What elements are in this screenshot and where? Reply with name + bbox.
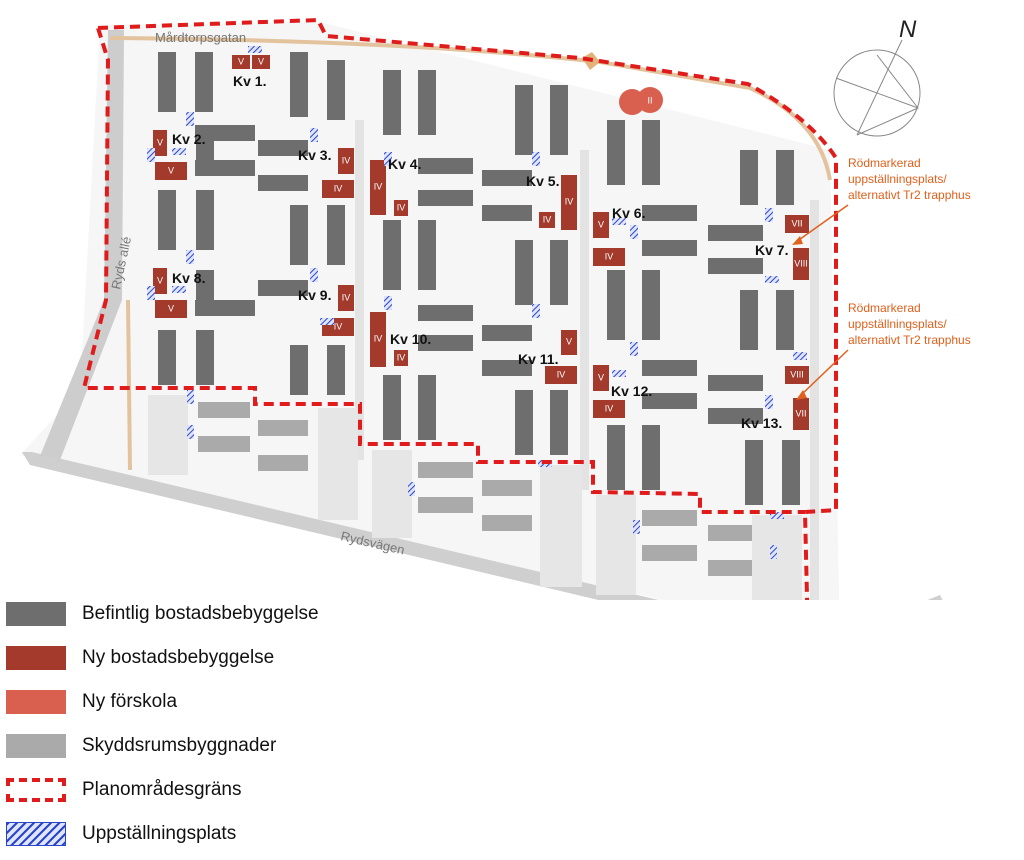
svg-text:IV: IV [557,369,566,379]
legend-label: Ny bostadsbebyggelse [82,647,275,668]
svg-text:IV: IV [565,196,574,206]
svg-text:V: V [238,56,244,66]
svg-text:V: V [598,219,604,229]
svg-text:alternativt Tr2 trapphus: alternativt Tr2 trapphus [848,188,971,202]
north-arrow [833,39,921,137]
svg-text:II: II [647,95,652,105]
svg-text:V: V [157,275,163,285]
svg-text:V: V [168,303,174,313]
svg-text:Kv 9.: Kv 9. [298,287,331,303]
legend: Befintlig bostadsbebyggelse Ny bostadsbe… [6,592,426,856]
existing-housing [158,52,800,505]
legend-item-new-preschool: Ny förskola [6,680,426,724]
svg-text:uppställningsplats/: uppställningsplats/ [848,317,947,331]
svg-text:IV: IV [397,202,406,212]
svg-text:Kv 11.: Kv 11. [518,351,558,367]
legend-swatch [6,734,66,758]
svg-text:V: V [157,137,163,147]
svg-text:Rödmarkerad: Rödmarkerad [848,301,921,315]
svg-text:IV: IV [397,352,406,362]
svg-text:IV: IV [605,403,614,413]
block-labels: Kv 1. Kv 2. Kv 3. Kv 4. Kv 5. Kv 6. Kv 7… [172,73,788,431]
svg-text:Kv 6.: Kv 6. [612,205,645,221]
svg-text:VIII: VIII [794,258,808,268]
legend-label: Planområdesgräns [82,779,242,800]
svg-text:VII: VII [791,218,802,228]
svg-text:IV: IV [334,183,343,193]
legend-swatch [6,602,66,626]
svg-text:V: V [598,372,604,382]
new-housing [153,55,809,430]
svg-text:Kv 8.: Kv 8. [172,270,205,286]
svg-text:alternativt Tr2 trapphus: alternativt Tr2 trapphus [848,333,971,347]
svg-text:Rödmarkerad: Rödmarkerad [848,156,921,170]
legend-item-new-housing: Ny bostadsbebyggelse [6,636,426,680]
legend-item-staging-area: Uppställningsplats [6,812,426,856]
svg-text:uppställningsplats/: uppställningsplats/ [848,172,947,186]
legend-swatch [6,646,66,670]
svg-text:Kv 1.: Kv 1. [233,73,266,89]
svg-text:IV: IV [543,214,552,224]
north-label: N [899,16,917,43]
legend-label: Uppställningsplats [82,823,237,844]
svg-text:IV: IV [342,155,351,165]
svg-text:Kv 12.: Kv 12. [611,383,652,399]
legend-label: Ny förskola [82,691,178,712]
svg-text:V: V [566,336,572,346]
svg-text:V: V [258,56,264,66]
legend-label: Befintlig bostadsbebyggelse [82,603,319,624]
legend-item-existing-housing: Befintlig bostadsbebyggelse [6,592,426,636]
roads [22,30,943,600]
svg-text:Kv 5.: Kv 5. [526,173,559,189]
svg-text:Kv 3.: Kv 3. [298,147,331,163]
svg-text:IV: IV [374,181,383,191]
svg-text:Kv 7.: Kv 7. [755,242,788,258]
svg-text:V: V [168,165,174,175]
svg-text:VII: VII [795,408,806,418]
note-lower: Rödmarkerad uppställningsplats/ alternat… [796,301,971,400]
svg-text:IV: IV [605,251,614,261]
svg-text:Kv 2.: Kv 2. [172,131,205,147]
note-upper: Rödmarkerad uppställningsplats/ alternat… [792,156,971,245]
street-label-top: Mårdtorpsgatan [155,30,246,45]
legend-item-plan-boundary: Planområdesgräns [6,768,426,812]
site-plan-map: Mårdtorpsgatan Ryds allé Rydsvägen [20,17,971,600]
svg-text:VIII: VIII [790,369,804,379]
svg-text:Kv 4.: Kv 4. [388,156,421,172]
legend-item-shelters: Skyddsrumsbyggnader [6,724,426,768]
legend-label: Skyddsrumsbyggnader [82,735,277,756]
svg-text:IV: IV [374,333,383,343]
svg-text:Kv 10.: Kv 10. [390,331,431,347]
legend-swatch [6,778,66,802]
svg-text:IV: IV [342,292,351,302]
plan-boundary [81,17,838,600]
svg-text:IV: IV [334,321,343,331]
svg-text:Kv 13.: Kv 13. [741,415,782,431]
legend-swatch [6,690,66,714]
legend-swatch [6,822,66,846]
